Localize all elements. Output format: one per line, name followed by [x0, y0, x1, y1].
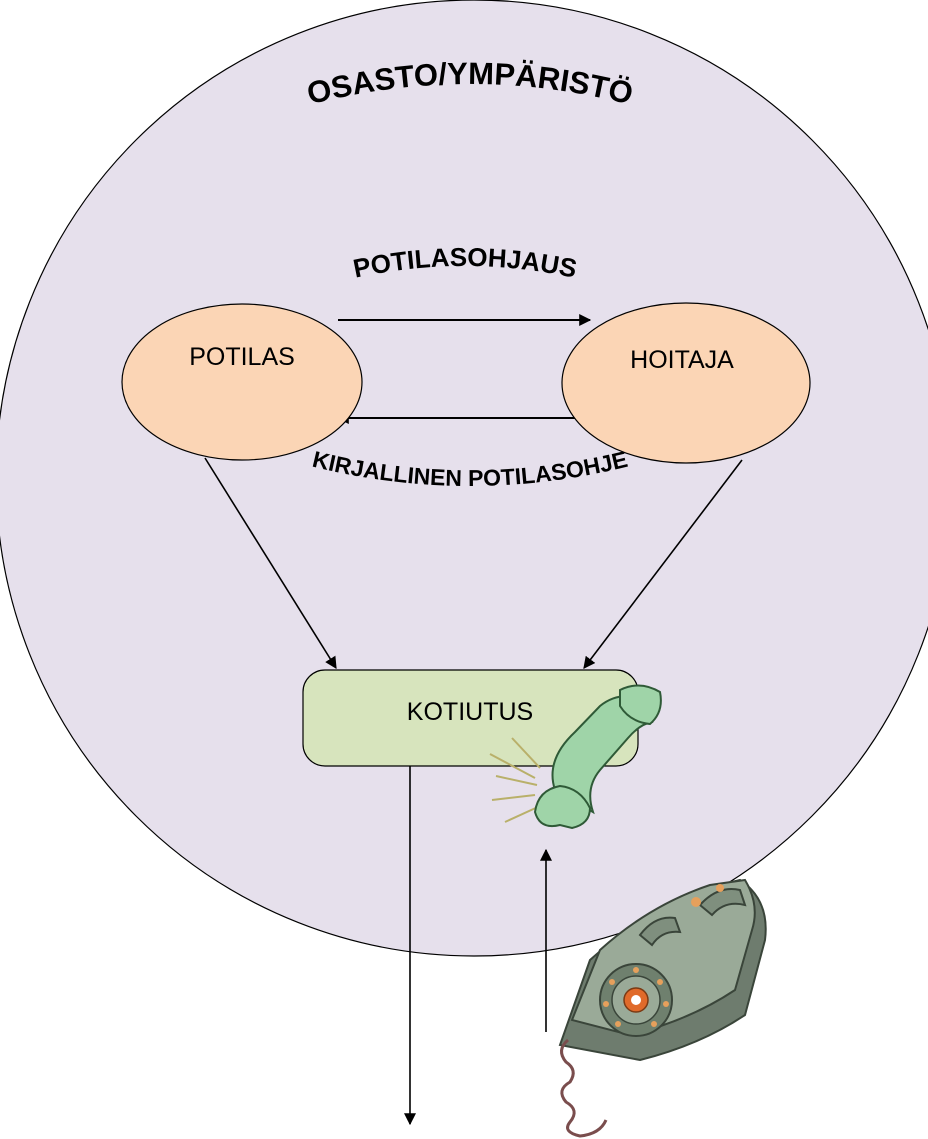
patient-node — [122, 304, 362, 460]
nurse-label: HOITAJA — [630, 346, 734, 374]
nurse-node — [562, 303, 810, 463]
discharge-label: KOTIUTUS — [407, 698, 533, 726]
patient-label: POTILAS — [189, 343, 295, 371]
